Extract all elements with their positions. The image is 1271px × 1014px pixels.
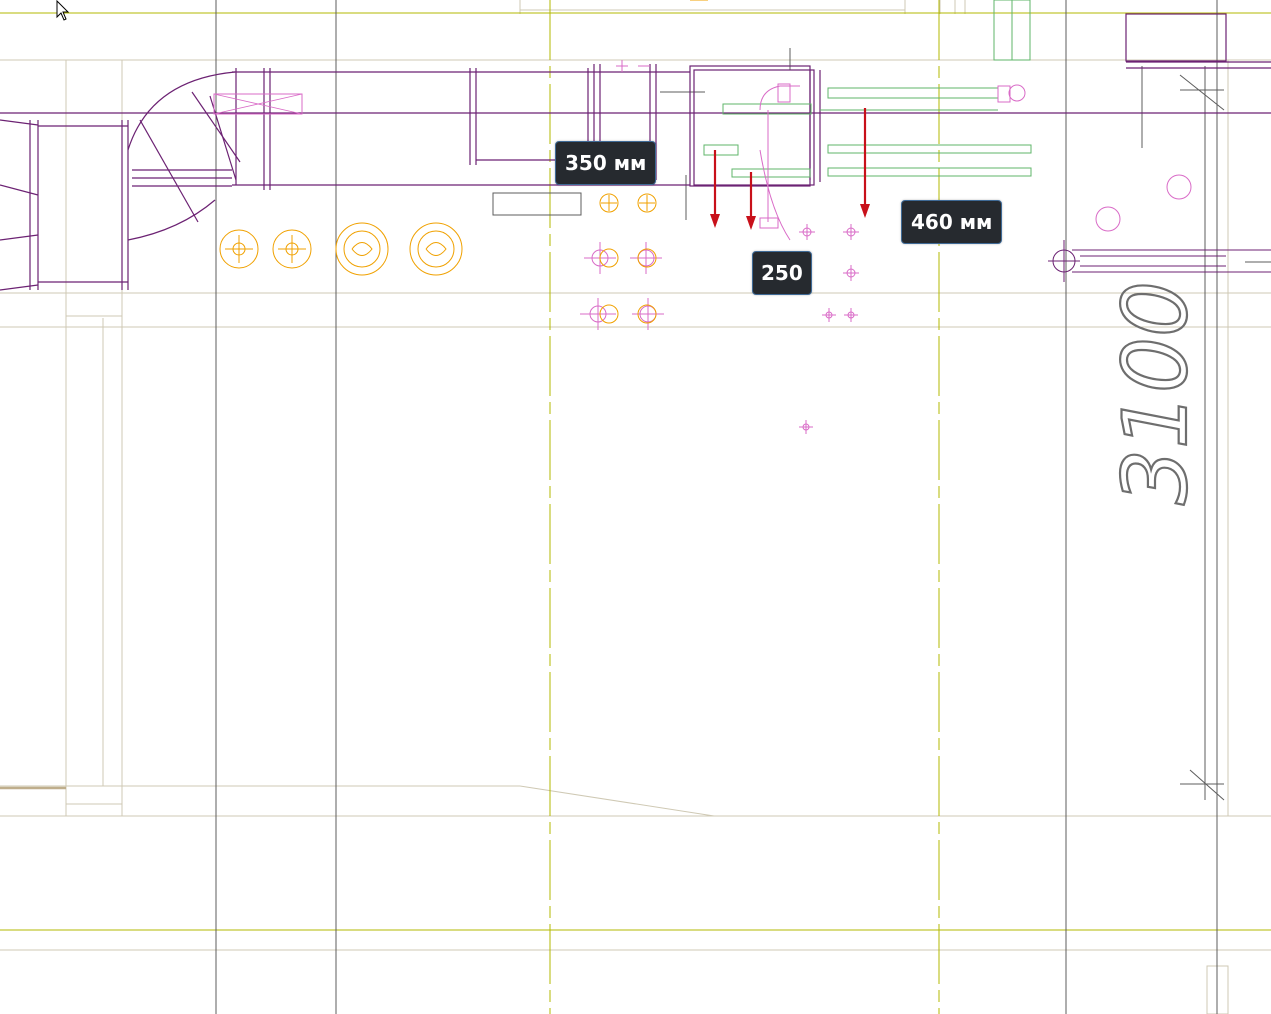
arrow-250 [746, 172, 756, 230]
duct-damper-cross2 [213, 93, 303, 115]
dimension-tag-460: 460 мм [901, 200, 1003, 244]
height-dimension-label: 3100 [1104, 281, 1207, 505]
arrow-350 [710, 150, 720, 228]
dimension-tag-350: 350 мм [555, 141, 657, 185]
pink-fixtures [580, 60, 1192, 434]
red-arrows [710, 108, 870, 230]
dimension-tag-250: 250 [752, 251, 812, 295]
duct-damper-rect [213, 93, 303, 115]
right-pipe-end [1048, 240, 1271, 282]
gray-structure-lines [215, 0, 1271, 1014]
mouse-pointer-icon [56, 0, 70, 21]
arrow-460 [860, 108, 870, 218]
green-piping [703, 0, 1032, 178]
orange-diffusers [219, 0, 708, 324]
